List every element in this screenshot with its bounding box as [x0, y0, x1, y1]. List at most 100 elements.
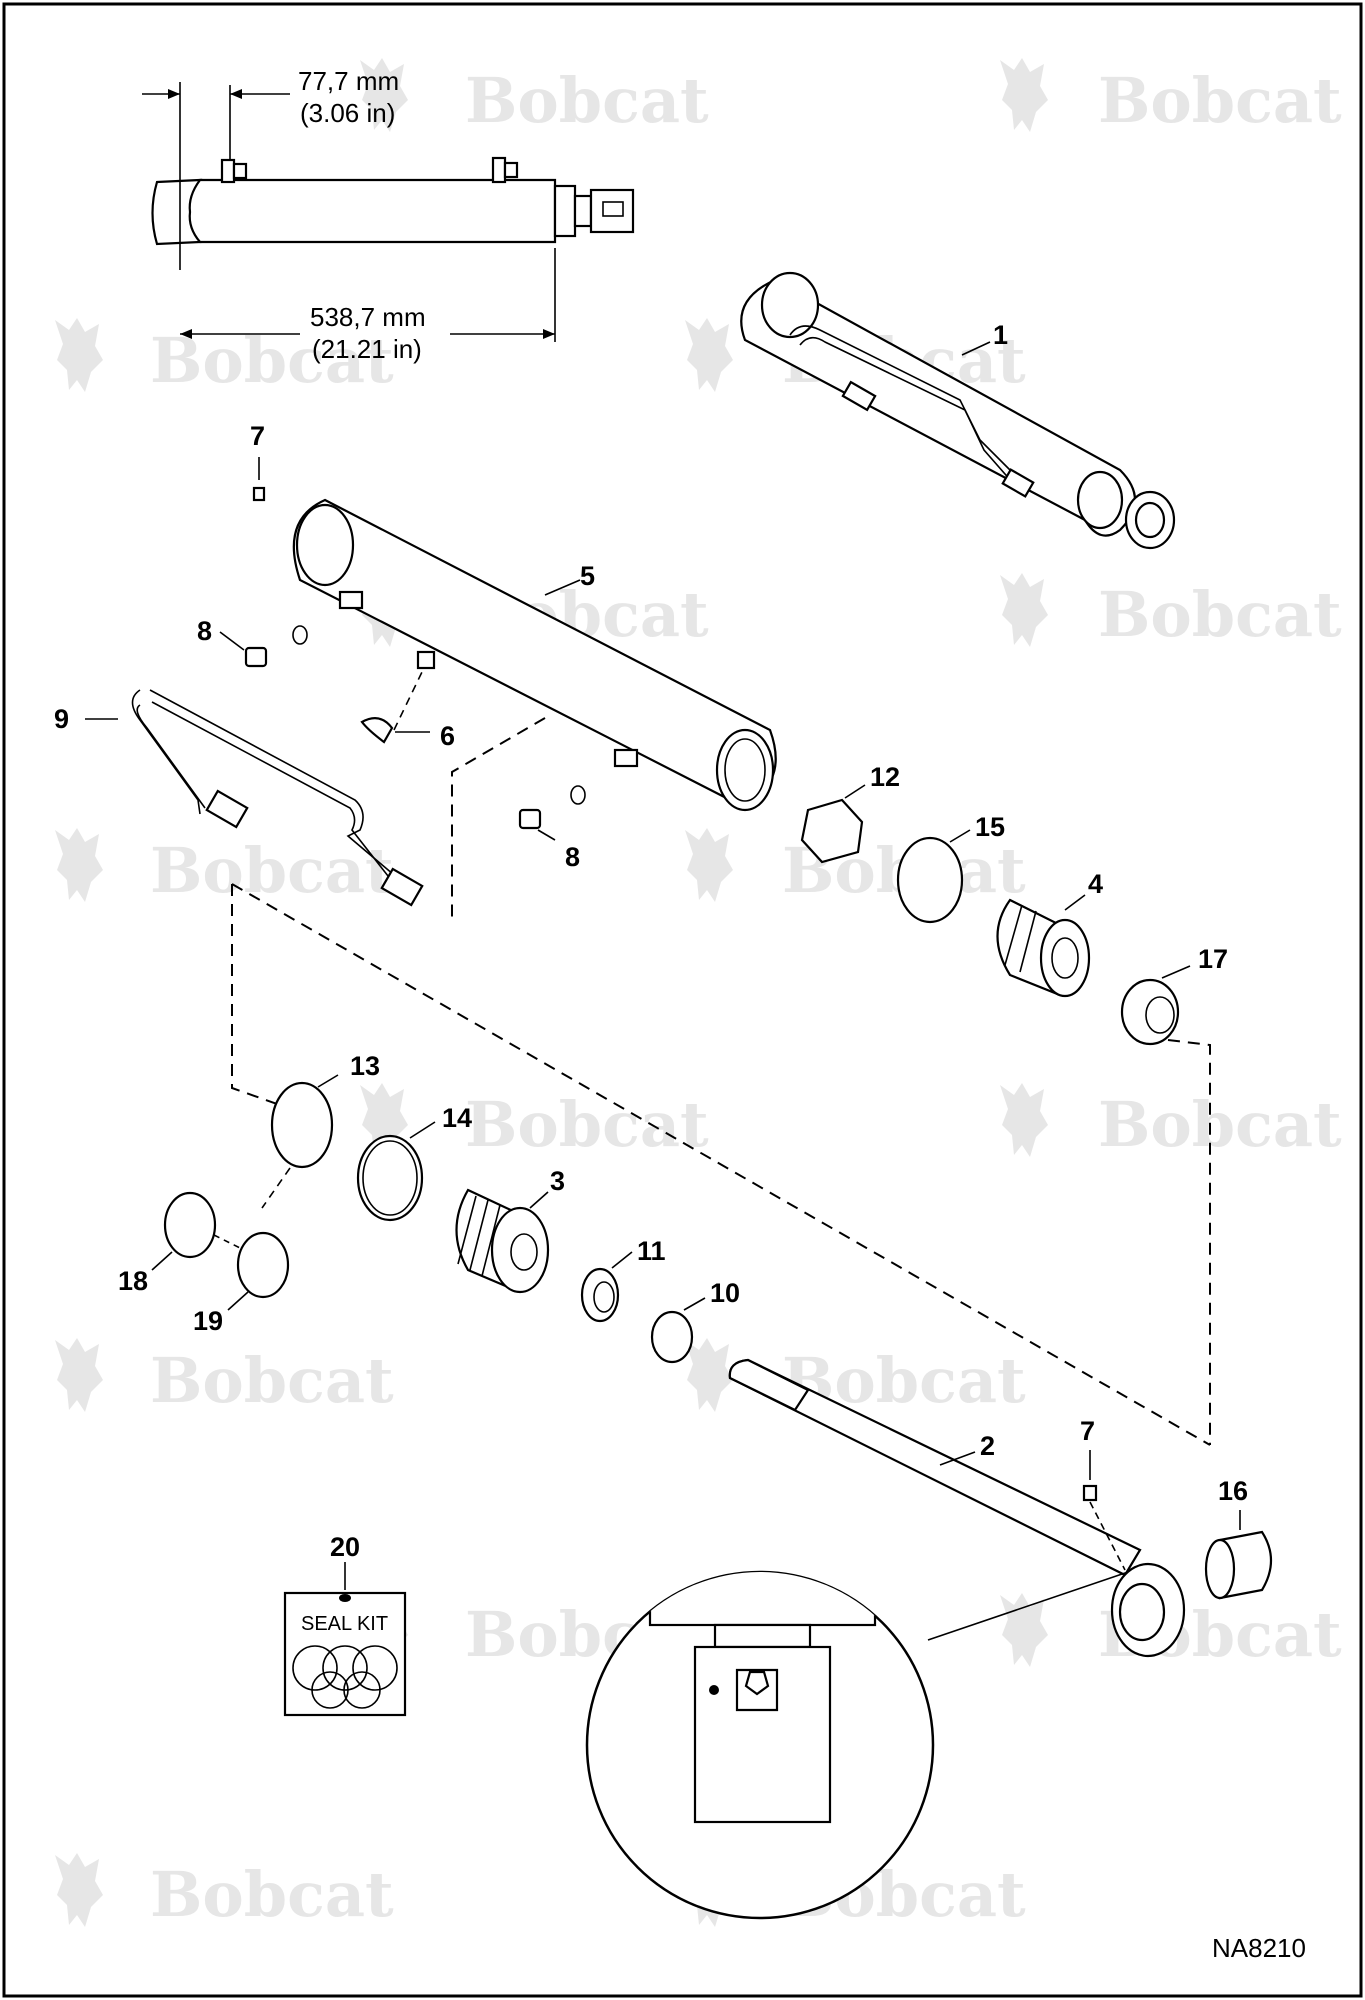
callout-5: 5 — [580, 561, 595, 591]
part-3-face — [490, 1206, 550, 1294]
part-13-assembly-line — [261, 1167, 291, 1209]
part-3-thread-1 — [457, 1195, 477, 1265]
detail-magnifier — [585, 1570, 1129, 1920]
part-4-groove-2 — [1019, 910, 1037, 973]
callout-leader — [227, 1291, 249, 1311]
detail-fitting — [744, 1670, 770, 1696]
watermark-6: Bobcat — [1000, 573, 1342, 651]
bobcat-logo-icon — [1000, 58, 1048, 132]
dim-port-1 — [220, 158, 236, 184]
figure-code: NA8210 — [1212, 1933, 1306, 1963]
dim-port-2-nut — [503, 161, 519, 179]
dimension-view: 77,7 mm (3.06 in) 538,7 mm (21.21 in) — [142, 66, 635, 364]
part-6-clamp: 6 — [360, 650, 455, 751]
callout-leader — [961, 341, 991, 356]
watermark-text: Bobcat — [465, 1088, 709, 1161]
watermark-text: Bobcat — [150, 1344, 394, 1417]
bobcat-logo-icon — [685, 828, 733, 902]
dim-arrowhead — [180, 329, 192, 339]
part-4-piston: 4 — [996, 869, 1103, 998]
part-10-ring — [650, 1310, 694, 1364]
part-15-seal: 15 — [896, 812, 1005, 924]
callout-leader — [844, 784, 866, 799]
seal-kit-ring-3 — [352, 1645, 398, 1691]
watermark-text: Bobcat — [150, 1858, 394, 1931]
watermark-text: Bobcat — [1098, 578, 1342, 651]
part-14-ring-inner — [362, 1140, 418, 1216]
part-9-nut-2 — [380, 867, 424, 907]
callout-leader — [939, 1451, 976, 1466]
guide-right-vertical — [1167, 1039, 1211, 1445]
callout-leader — [1064, 894, 1086, 911]
part-5-end-cap — [295, 503, 355, 587]
part-9-nut-1 — [205, 789, 249, 829]
part-9-tube-outer — [131, 689, 413, 897]
part-12-nut: 12 — [800, 762, 900, 864]
dim-top-in: (3.06 in) — [300, 98, 395, 128]
part-6-clip — [360, 717, 394, 744]
part-11-inner — [593, 1281, 615, 1313]
callout-19: 19 — [193, 1306, 223, 1336]
part-4-groove-1 — [1004, 904, 1023, 966]
seal-kit-ring-2 — [322, 1645, 368, 1691]
part-5-port-2 — [613, 748, 639, 768]
part-1-end-cap — [760, 271, 820, 339]
watermark-1: Bobcat — [360, 58, 709, 137]
callout-leader — [219, 631, 245, 651]
dim-arrowhead — [543, 329, 555, 339]
callout-leader — [409, 1121, 436, 1139]
watermark-7: Bobcat — [55, 828, 394, 907]
detail-leader — [927, 1571, 1129, 1641]
guide-left-vertical — [231, 884, 281, 1106]
dim-arrowhead — [168, 89, 180, 99]
dim-rod-eye-slot — [602, 201, 624, 217]
part-7-fitting — [252, 486, 266, 502]
part-2-thread — [728, 1358, 810, 1412]
part-17-outer — [1120, 978, 1180, 1046]
bobcat-logo-icon — [55, 828, 103, 902]
callout-leader — [151, 1251, 173, 1271]
callout-6: 6 — [440, 721, 455, 751]
part-17-inner — [1145, 996, 1175, 1034]
watermark-text: Bobcat — [1098, 64, 1342, 137]
part-1-assembled-cylinder: 1 — [740, 271, 1176, 550]
callout-18: 18 — [118, 1266, 148, 1296]
part-11-outer — [580, 1267, 620, 1323]
part-1-tube — [789, 325, 1011, 471]
part-17-bushing: 17 — [1120, 944, 1228, 1046]
callout-8-upper: 8 — [197, 616, 212, 646]
dim-arrowhead — [230, 89, 242, 99]
guide-tube-to-barrel — [451, 717, 546, 918]
callout-1: 1 — [993, 320, 1008, 350]
seal-kit-ring-5 — [343, 1671, 381, 1709]
callout-20: 20 — [330, 1532, 360, 1562]
callout-leader — [611, 1251, 633, 1269]
detail-cylinder-end — [648, 1572, 877, 1627]
callout-15: 15 — [975, 812, 1005, 842]
part-1-tube-2 — [799, 336, 1013, 483]
part-6-block — [416, 650, 436, 670]
part-4-face — [1039, 918, 1091, 998]
part-15-ring — [896, 836, 964, 924]
dim-port-2 — [491, 156, 507, 184]
part-8-plug-lower: 8 — [518, 785, 586, 872]
part-18-19-assembly-line — [213, 1234, 241, 1249]
seal-kit-hanger — [339, 1594, 351, 1602]
part-16-bushing: 16 — [1204, 1476, 1272, 1600]
part-9-tube: 9 — [54, 689, 424, 907]
part-13-ring — [270, 1081, 334, 1169]
part-5-port-1 — [338, 590, 364, 610]
seal-kit-ring-4 — [311, 1671, 349, 1709]
part-13-o-ring: 13 — [261, 1051, 380, 1209]
callout-13: 13 — [350, 1051, 380, 1081]
callout-2: 2 — [980, 1431, 995, 1461]
dim-length-mm: 538,7 mm — [310, 302, 426, 332]
dim-top-mm: 77,7 mm — [298, 66, 399, 96]
watermark-text: Bobcat — [150, 834, 394, 907]
part-12-hex — [800, 798, 864, 864]
seal-kit-ring-1 — [292, 1645, 338, 1691]
part-7-grease-fitting-bottom: 7 — [1080, 1416, 1126, 1571]
watermark-9: Bobcat — [360, 1083, 709, 1161]
bobcat-logo-icon — [685, 318, 733, 392]
